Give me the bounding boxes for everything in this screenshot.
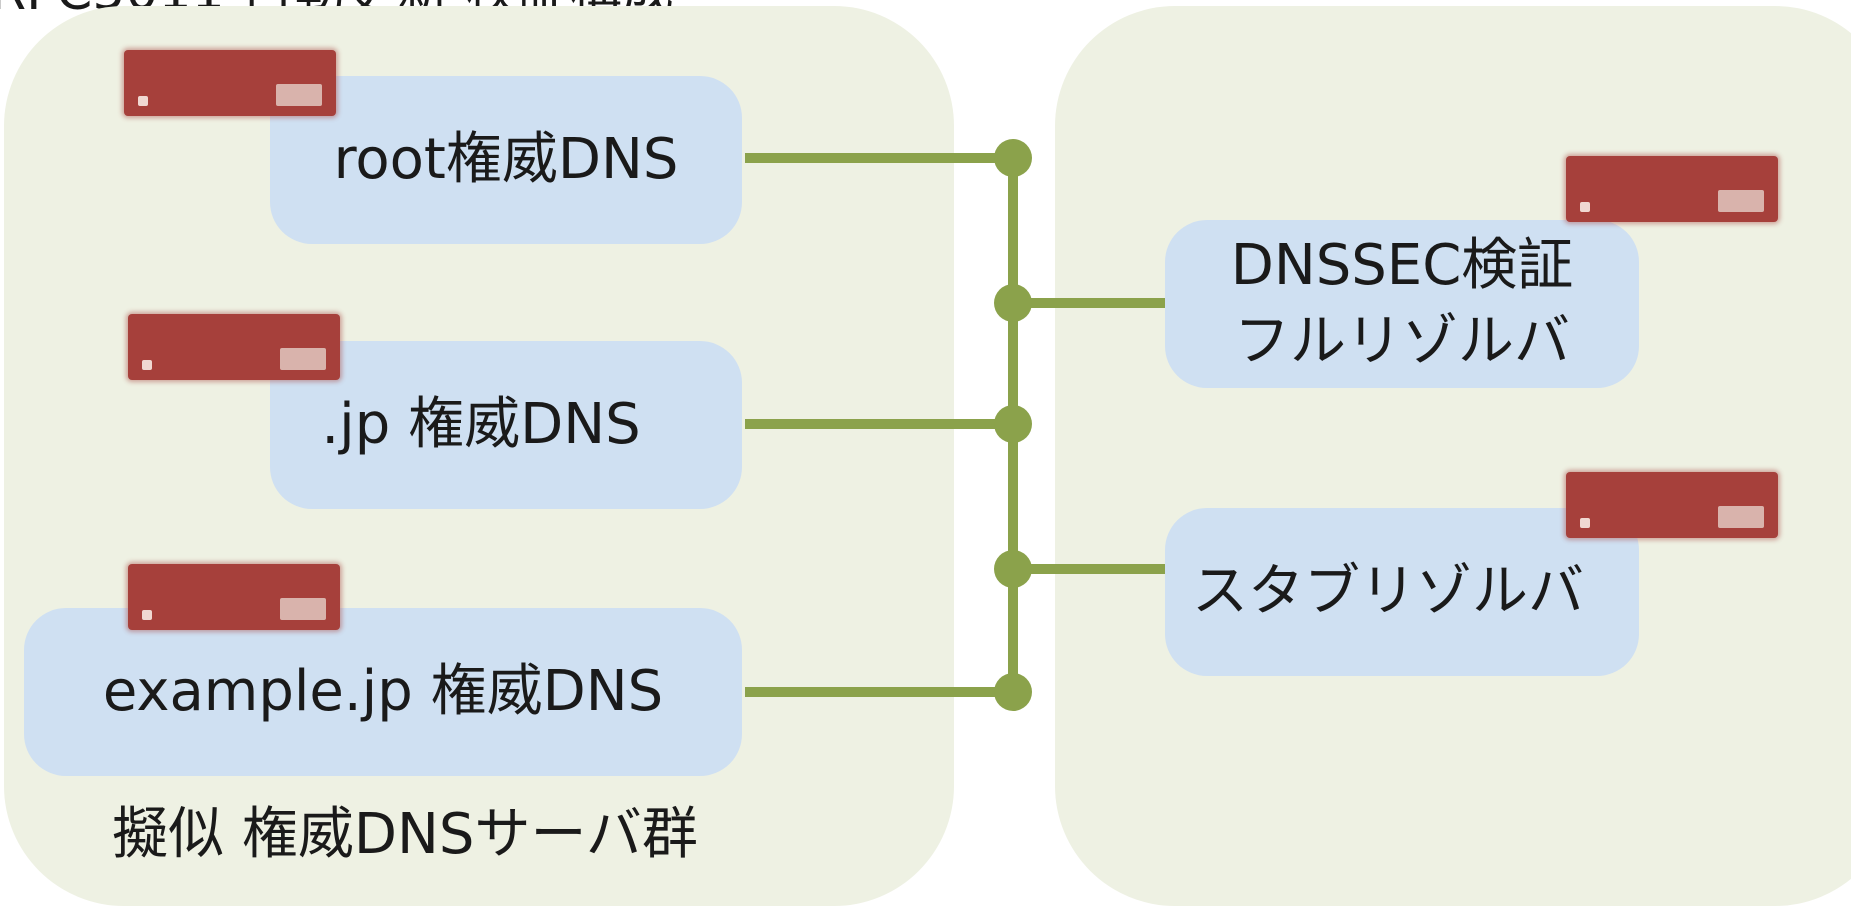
server-icon (1566, 156, 1778, 222)
server-icon (1566, 472, 1778, 538)
root-dns-node: root権威DNS (270, 76, 742, 244)
validating-resolver-label-line1: DNSSEC検証 (1230, 233, 1574, 298)
validating-resolver-node: DNSSEC検証 フルリゾルバ (1165, 220, 1639, 388)
jp-dns-label: .jp 権威DNS (321, 392, 641, 457)
example-junction-dot (994, 673, 1032, 711)
example-dns-label: example.jp 権威DNS (102, 659, 664, 724)
server-icon (128, 314, 340, 380)
stub-junction-dot (994, 550, 1032, 588)
root-dns-label: root権威DNS (333, 127, 679, 192)
authoritative-group-label: 擬似 権威DNSサーバ群 (112, 802, 698, 867)
example-dns-node: example.jp 権威DNS (24, 608, 742, 776)
server-icon (124, 50, 336, 116)
jp-junction-dot (994, 405, 1032, 443)
validating-resolver-label-line2: フルリゾルバ (1234, 309, 1570, 374)
stub-resolver-label: スタブリゾルバ (1192, 559, 1584, 624)
network-lines (745, 139, 1187, 711)
server-icon (128, 564, 340, 630)
validator-junction-dot (994, 284, 1032, 322)
jp-dns-node: .jp 権威DNS (270, 341, 742, 509)
root-junction-dot (994, 139, 1032, 177)
stub-resolver-node: スタブリゾルバ (1165, 508, 1639, 676)
